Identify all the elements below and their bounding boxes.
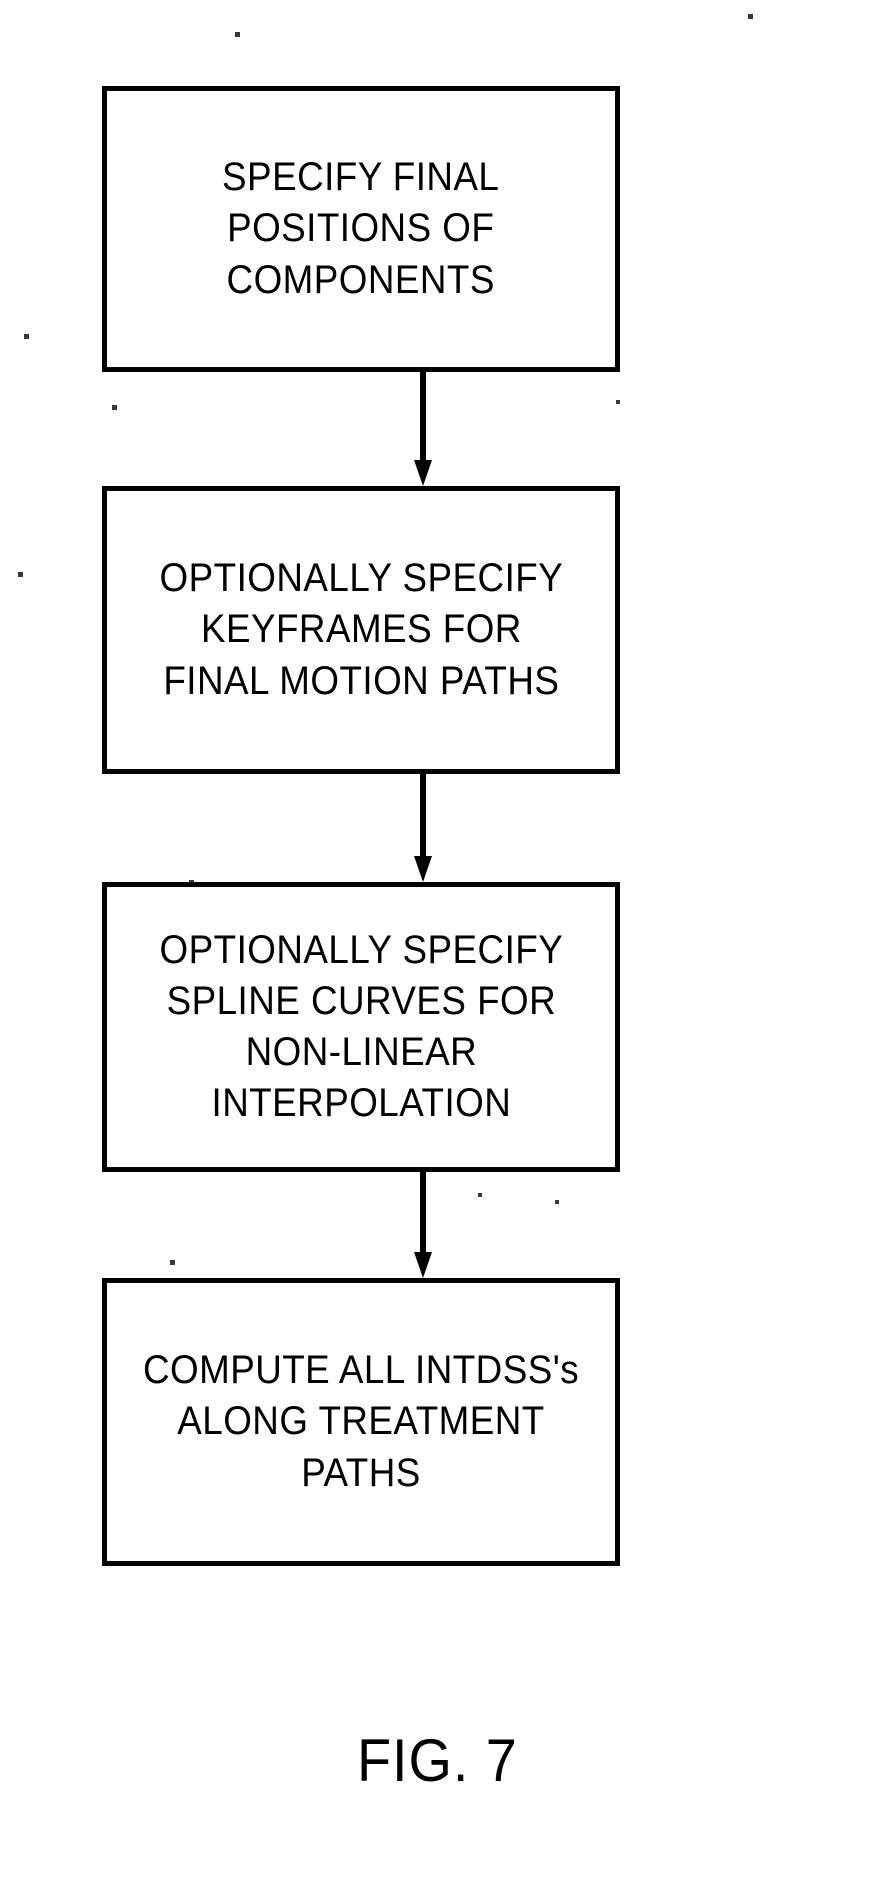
scan-speckle-icon — [616, 400, 620, 404]
scan-speckle-icon — [478, 1193, 482, 1197]
arrow-head-down-icon — [414, 1252, 432, 1278]
scan-speckle-icon — [555, 1200, 559, 1204]
flow-step-compute-intdss[interactable]: COMPUTE ALL INTDSS's ALONG TREATMENT PAT… — [102, 1278, 620, 1566]
scan-speckle-icon — [24, 334, 29, 339]
scan-speckle-icon — [112, 405, 117, 410]
connector-arrow-1 — [414, 372, 432, 486]
flow-step-label: OPTIONALLY SPECIFY KEYFRAMES FOR FINAL M… — [159, 556, 563, 703]
figure-caption: FIG. 7 — [0, 1726, 874, 1795]
scan-speckle-icon — [170, 1260, 175, 1265]
flow-step-optional-spline[interactable]: OPTIONALLY SPECIFY SPLINE CURVES FOR NON… — [102, 882, 620, 1172]
arrow-head-down-icon — [414, 460, 432, 486]
scan-speckle-icon — [235, 32, 240, 37]
flow-step-optional-keyframes[interactable]: OPTIONALLY SPECIFY KEYFRAMES FOR FINAL M… — [102, 486, 620, 774]
connector-arrow-3 — [414, 1172, 432, 1278]
flow-step-label: SPECIFY FINAL POSITIONS OF COMPONENTS — [222, 155, 500, 302]
arrow-shaft — [420, 774, 426, 858]
arrow-shaft — [420, 1172, 426, 1254]
arrow-head-down-icon — [414, 856, 432, 882]
scan-speckle-icon — [748, 14, 753, 19]
scan-speckle-icon — [18, 572, 23, 577]
flow-step-label: OPTIONALLY SPECIFY SPLINE CURVES FOR NON… — [159, 927, 563, 1126]
flow-step-label: COMPUTE ALL INTDSS's ALONG TREATMENT PAT… — [142, 1348, 580, 1495]
arrow-shaft — [420, 372, 426, 462]
connector-arrow-2 — [414, 774, 432, 882]
flow-step-specify-final-positions[interactable]: SPECIFY FINAL POSITIONS OF COMPONENTS — [102, 86, 620, 372]
figure-caption-text: FIG. 7 — [356, 1727, 518, 1794]
